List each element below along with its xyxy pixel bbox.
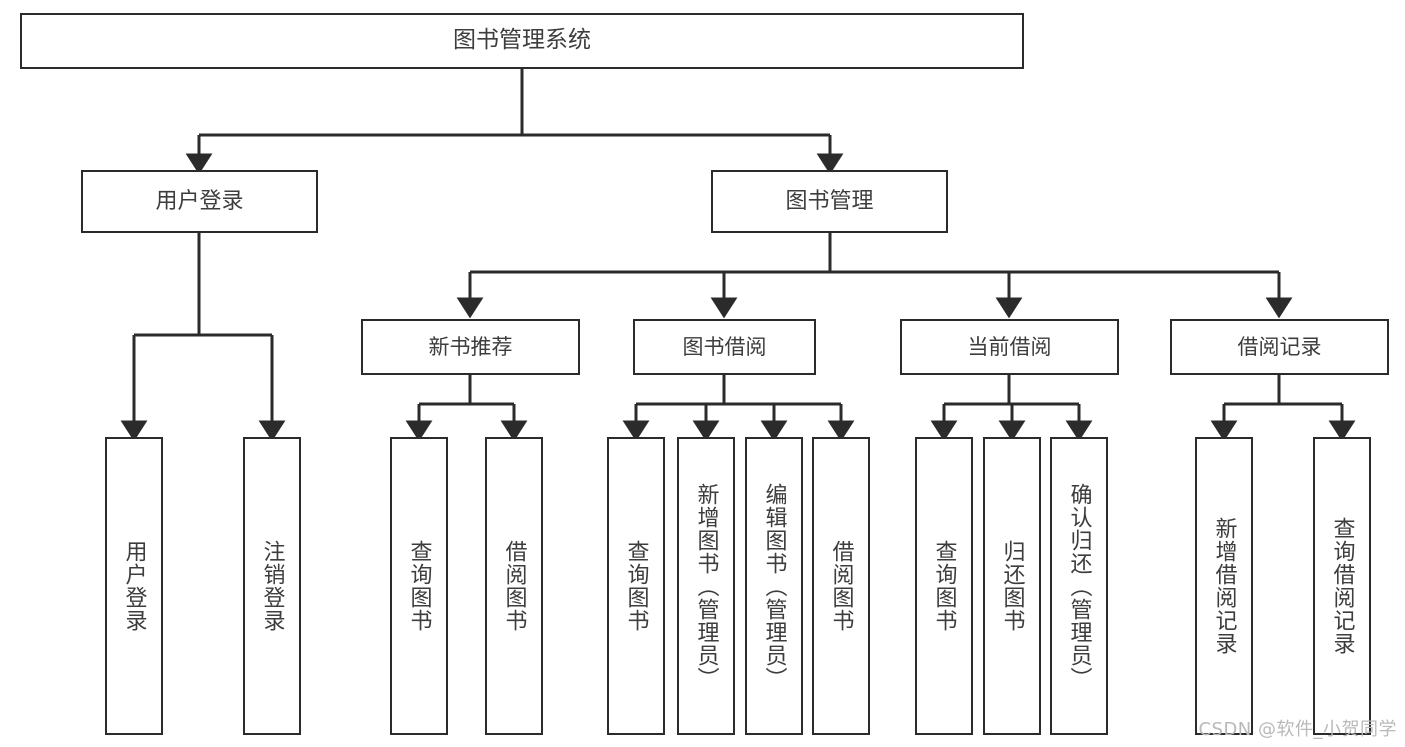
node-leaf-confirm-return-label: 确认归还（管理员） (1066, 482, 1092, 690)
node-leaf-user-login-label: 用户登录 (121, 540, 147, 632)
node-leaf-query-record[interactable]: 查询借阅记录 (1313, 437, 1371, 735)
node-leaf-user-logout[interactable]: 注销登录 (243, 437, 301, 735)
node-leaf-query-book-1-label: 查询图书 (406, 540, 432, 632)
node-user-login-label: 用户登录 (155, 188, 244, 214)
node-leaf-borrow-book-1[interactable]: 借阅图书 (485, 437, 543, 735)
node-book-manage-label: 图书管理 (785, 188, 874, 214)
node-leaf-query-book-1[interactable]: 查询图书 (390, 437, 448, 735)
node-leaf-query-book-3-label: 查询图书 (931, 540, 957, 632)
node-leaf-add-book[interactable]: 新增图书（管理员） (677, 437, 735, 735)
node-leaf-user-logout-label: 注销登录 (259, 540, 285, 632)
node-leaf-borrow-book-2[interactable]: 借阅图书 (812, 437, 870, 735)
node-leaf-query-book-2[interactable]: 查询图书 (607, 437, 665, 735)
node-leaf-add-record-label: 新增借阅记录 (1211, 517, 1237, 655)
node-leaf-add-book-label: 新增图书（管理员） (693, 482, 719, 690)
node-leaf-return-book-label: 归还图书 (999, 540, 1025, 632)
node-leaf-query-book-2-label: 查询图书 (623, 540, 649, 632)
node-current-borrow-label: 当前借阅 (967, 334, 1052, 359)
node-leaf-user-login[interactable]: 用户登录 (105, 437, 163, 735)
watermark-text: CSDN @软件_小贺同学 (1198, 719, 1397, 740)
node-root-label: 图书管理系统 (453, 27, 591, 54)
node-leaf-query-record-label: 查询借阅记录 (1329, 517, 1355, 655)
node-leaf-return-book[interactable]: 归还图书 (983, 437, 1041, 735)
node-leaf-borrow-book-2-label: 借阅图书 (828, 540, 854, 632)
node-current-borrow[interactable]: 当前借阅 (900, 319, 1119, 375)
node-borrow-record[interactable]: 借阅记录 (1170, 319, 1389, 375)
node-root[interactable]: 图书管理系统 (20, 13, 1024, 69)
node-leaf-borrow-book-1-label: 借阅图书 (501, 540, 527, 632)
node-book-borrow-label: 图书借阅 (682, 334, 767, 359)
node-new-book-rec[interactable]: 新书推荐 (361, 319, 580, 375)
node-leaf-edit-book-label: 编辑图书（管理员） (761, 482, 787, 690)
node-leaf-edit-book[interactable]: 编辑图书（管理员） (745, 437, 803, 735)
node-leaf-add-record[interactable]: 新增借阅记录 (1195, 437, 1253, 735)
node-user-login[interactable]: 用户登录 (81, 170, 318, 233)
node-leaf-query-book-3[interactable]: 查询图书 (915, 437, 973, 735)
node-leaf-confirm-return[interactable]: 确认归还（管理员） (1050, 437, 1108, 735)
node-borrow-record-label: 借阅记录 (1237, 334, 1322, 359)
node-book-manage[interactable]: 图书管理 (711, 170, 948, 233)
node-new-book-rec-label: 新书推荐 (428, 334, 513, 359)
node-book-borrow[interactable]: 图书借阅 (633, 319, 816, 375)
